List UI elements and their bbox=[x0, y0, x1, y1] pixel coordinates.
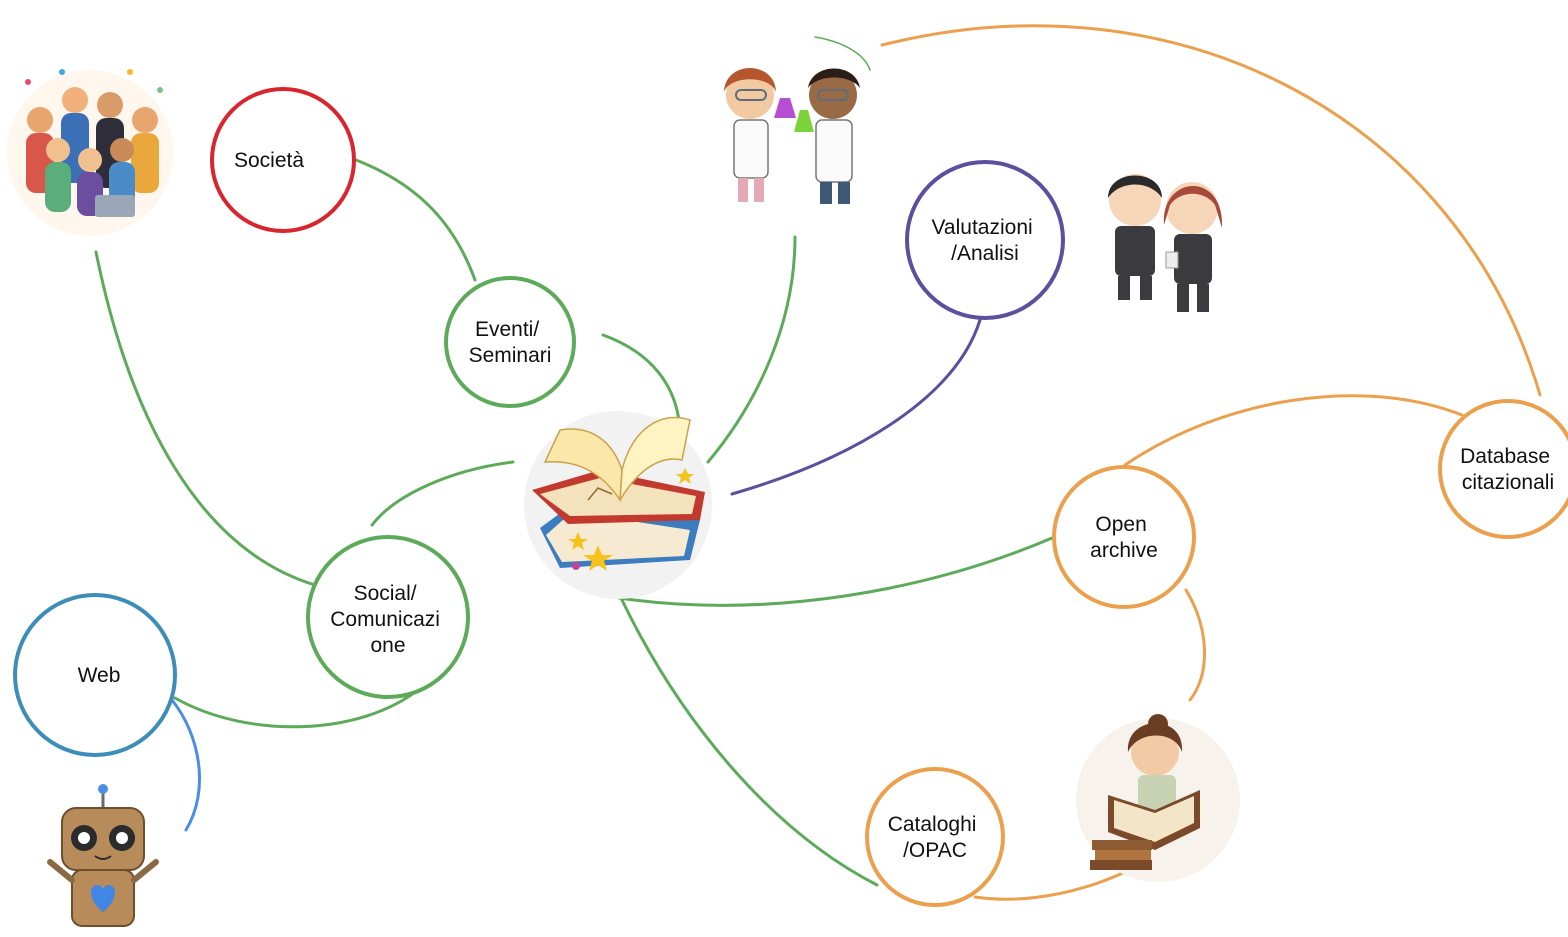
connector-hub-cataloghi bbox=[620, 598, 879, 887]
business-people-icon bbox=[1108, 174, 1223, 312]
node-circle bbox=[905, 160, 1065, 320]
connectors bbox=[94, 24, 1542, 901]
node-label-line: /Analisi bbox=[951, 242, 1019, 265]
node-label: Open archive bbox=[1090, 513, 1158, 562]
node-cataloghi-opac[interactable]: Cataloghi /OPAC bbox=[865, 767, 1005, 907]
node-circle bbox=[865, 767, 1005, 907]
node-label-line: /OPAC bbox=[903, 839, 967, 862]
node-label-line: Comunicazi bbox=[330, 608, 440, 631]
connector-scientists-thin bbox=[814, 36, 871, 71]
hub-node[interactable] bbox=[524, 411, 712, 599]
business-illustration bbox=[1108, 174, 1223, 312]
node-label-line: Social/ bbox=[354, 582, 417, 605]
node-label-line: Valutazioni bbox=[931, 216, 1032, 239]
connector-web-robot bbox=[170, 698, 202, 832]
node-web[interactable]: Web bbox=[13, 593, 177, 757]
node-label-line: archive bbox=[1090, 539, 1158, 562]
librarian-illustration bbox=[1076, 714, 1240, 882]
connector-scientists-database bbox=[880, 24, 1542, 397]
connector-societa-eventi bbox=[354, 158, 477, 282]
node-label-line: Società bbox=[234, 149, 304, 172]
node-circle bbox=[1052, 465, 1196, 609]
node-label-line: one bbox=[370, 634, 405, 657]
connector-crowd-social bbox=[94, 250, 317, 587]
node-database-citazionali[interactable]: Database citazionali bbox=[1438, 399, 1568, 539]
node-label-line: Database bbox=[1460, 445, 1550, 468]
cheering-crowd-icon bbox=[25, 69, 163, 217]
node-label: Cataloghi /OPAC bbox=[888, 813, 983, 862]
connector-hub-social bbox=[370, 460, 515, 527]
node-label-line: Cataloghi bbox=[888, 813, 977, 836]
node-label-line: citazionali bbox=[1462, 471, 1554, 494]
connector-web-social bbox=[173, 688, 420, 729]
crowd-illustration bbox=[7, 69, 173, 236]
node-label-line: Seminari bbox=[469, 344, 552, 367]
node-circle bbox=[13, 593, 177, 757]
connector-openarchive-librarian bbox=[1184, 588, 1206, 702]
node-societa[interactable]: Società bbox=[210, 87, 356, 233]
robot-icon bbox=[47, 784, 159, 927]
node-label: Social/ Comunicazi one bbox=[330, 582, 446, 657]
node-label: Database citazionali bbox=[1460, 445, 1556, 494]
node-circle bbox=[1438, 399, 1568, 539]
node-label-line: Eventi/ bbox=[475, 318, 539, 341]
node-label: Società bbox=[234, 149, 304, 172]
node-open-archive[interactable]: Open archive bbox=[1052, 465, 1196, 609]
connector-cataloghi-librarian bbox=[973, 866, 1135, 901]
node-label: Web bbox=[78, 664, 121, 687]
node-circle bbox=[306, 535, 470, 699]
robot-illustration bbox=[47, 784, 159, 927]
node-label: Eventi/ Seminari bbox=[469, 318, 552, 367]
connector-hub-openarchive bbox=[617, 536, 1054, 607]
concept-nodes: Società Eventi/ Seminari Valutazioni /An… bbox=[13, 87, 1568, 907]
node-eventi-seminari[interactable]: Eventi/ Seminari bbox=[444, 276, 576, 408]
node-label-line: Web bbox=[78, 664, 121, 687]
node-circle bbox=[444, 276, 576, 408]
open-books-icon bbox=[532, 416, 705, 571]
node-label-line: Open bbox=[1095, 513, 1146, 536]
connector-hub-valutazioni bbox=[730, 318, 982, 496]
node-valutazioni-analisi[interactable]: Valutazioni /Analisi bbox=[905, 160, 1065, 320]
node-label: Valutazioni /Analisi bbox=[931, 216, 1038, 265]
connector-openarchive-database bbox=[1123, 394, 1464, 467]
node-social-comunicazione[interactable]: Social/ Comunicazi one bbox=[306, 535, 470, 699]
connector-hub-scientists bbox=[706, 235, 797, 464]
reader-with-books-icon bbox=[1090, 714, 1200, 870]
scientists-illustration bbox=[724, 68, 860, 204]
child-scientists-icon bbox=[724, 68, 860, 204]
node-circle bbox=[210, 87, 356, 233]
